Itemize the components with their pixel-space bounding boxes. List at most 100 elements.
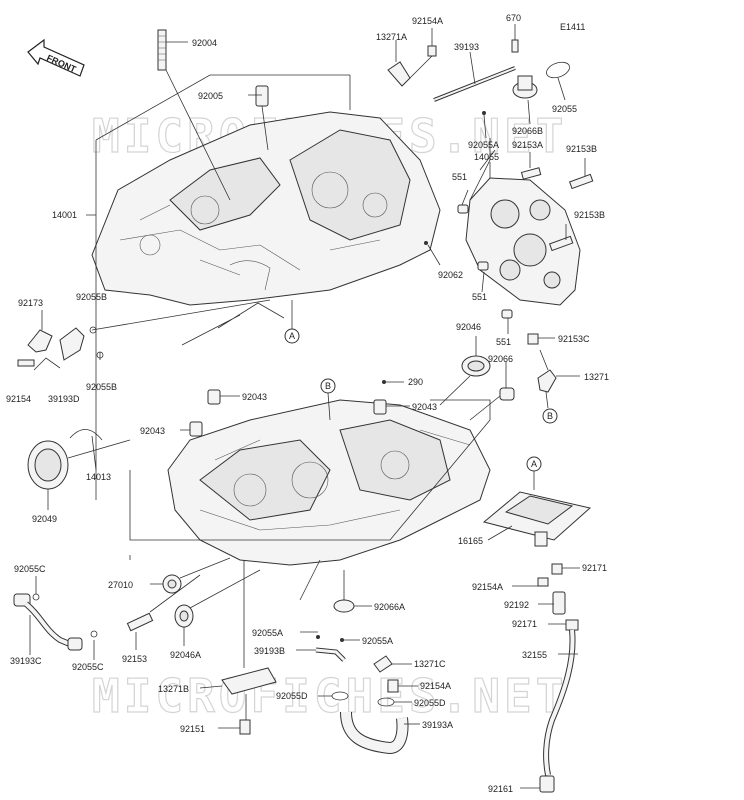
label-92153B: 92153B [566, 144, 597, 154]
bolt-92153B-top [568, 158, 594, 190]
label-92173: 92173 [18, 298, 43, 308]
oil-seal-92049 [27, 439, 131, 510]
cover-14055 [465, 162, 581, 306]
label-92153A: 92153A [512, 140, 543, 150]
label-92055: 92055 [552, 104, 577, 114]
part-labels: 92004 92005 13271A 92154A 670 39193 9205… [6, 13, 609, 794]
label-14013: 14013 [86, 472, 111, 482]
bracket-13271 [527, 333, 580, 409]
strainer-16165 [482, 491, 592, 547]
callout-B-right: B [542, 408, 558, 424]
label-92153B-2: 92153B [574, 210, 605, 220]
label-92055C: 92055C [14, 564, 46, 574]
label-92154: 92154 [6, 394, 31, 404]
label-92004: 92004 [192, 38, 217, 48]
pipe-39193B [296, 631, 360, 662]
dowel-92043-c [373, 399, 387, 415]
label-92066B: 92066B [512, 126, 543, 136]
dowel-92043-b [189, 421, 203, 437]
label-39193: 39193 [454, 42, 479, 52]
label-92055A-2: 92055A [252, 628, 283, 638]
label-39193D: 39193D [48, 394, 80, 404]
oil-pipe-32155 [512, 563, 580, 793]
bracket-92173 [17, 299, 271, 371]
label-13271A: 13271A [376, 32, 407, 42]
label-92066: 92066 [488, 354, 513, 364]
dowel-551-a [457, 204, 469, 214]
dowel-551-b [477, 261, 489, 271]
callout-A-upper: A [284, 300, 300, 344]
plate-13271B [199, 560, 277, 735]
label-92151: 92151 [180, 724, 205, 734]
stud-92004 [157, 29, 231, 201]
svg-text:B: B [547, 411, 553, 421]
label-92171: 92171 [582, 563, 607, 573]
label-92005: 92005 [198, 91, 223, 101]
label-92062: 92062 [438, 270, 463, 280]
label-39193C: 39193C [10, 656, 42, 666]
switch-27010 [150, 557, 231, 594]
svg-text:A: A [289, 331, 295, 341]
upper-crankcase [91, 111, 441, 306]
bearing-92046 [439, 336, 491, 406]
label-92153C: 92153C [558, 334, 590, 344]
label-13271C: 13271C [414, 659, 446, 669]
label-92043: 92043 [242, 392, 267, 402]
label-92154A-3: 92154A [420, 681, 451, 691]
hose-39193C [13, 555, 131, 660]
label-92192: 92192 [504, 600, 529, 610]
label-92049: 92049 [32, 514, 57, 524]
bracket-13271C [373, 655, 418, 693]
label-13271: 13271 [584, 372, 609, 382]
label-14001: 14001 [52, 210, 77, 220]
diagram-code: E1411 [560, 22, 585, 32]
plug-92066A [333, 570, 372, 613]
svg-text:B: B [325, 381, 331, 391]
label-92153: 92153 [122, 654, 147, 664]
label-551-2: 551 [472, 292, 487, 302]
bolt-92153B-right [548, 224, 574, 252]
label-670: 670 [506, 13, 521, 23]
dowel-551-c [501, 309, 513, 319]
label-92046A: 92046A [170, 650, 201, 660]
label-39193B: 39193B [254, 646, 285, 656]
label-92066A: 92066A [374, 602, 405, 612]
hose-39193A [340, 711, 420, 755]
label-92055A-3: 92055A [362, 636, 393, 646]
label-92055B: 92055B [76, 292, 107, 302]
label-551-3: 551 [496, 337, 511, 347]
label-92154A-2: 92154A [472, 582, 503, 592]
o-ring-92055 [546, 61, 570, 79]
pipe-39193 [433, 24, 519, 102]
label-92055B-2: 92055B [86, 382, 117, 392]
front-arrow-icon: FRONT [27, 38, 85, 77]
label-16165: 16165 [458, 536, 483, 546]
label-92154A: 92154A [412, 16, 443, 26]
label-92055D: 92055D [276, 691, 308, 701]
dowel-92043-a [207, 389, 221, 405]
label-92161: 92161 [488, 784, 513, 794]
bolt-92153A [520, 152, 542, 180]
label-92046: 92046 [456, 322, 481, 332]
bracket-13271A [387, 28, 437, 87]
label-92055D-2: 92055D [414, 698, 446, 708]
callout-A-right: A [526, 456, 542, 490]
label-290: 290 [408, 377, 423, 387]
label-92055C-2: 92055C [72, 662, 104, 672]
label-27010: 27010 [108, 580, 133, 590]
label-92171-2: 92171 [512, 619, 537, 629]
callout-B-lower: B [320, 378, 336, 421]
label-92043-2: 92043 [140, 426, 165, 436]
svg-text:A: A [531, 459, 537, 469]
lower-crankcase [167, 399, 491, 566]
bolt-92153 [126, 574, 201, 650]
label-92055A: 92055A [468, 140, 499, 150]
label-13271B: 13271B [158, 684, 189, 694]
cap-92066B [512, 75, 538, 125]
label-92043-3: 92043 [412, 402, 437, 412]
label-39193A: 39193A [422, 720, 453, 730]
label-32155: 32155 [522, 650, 547, 660]
dowel-92005 [248, 85, 269, 151]
label-14055: 14055 [474, 152, 499, 162]
